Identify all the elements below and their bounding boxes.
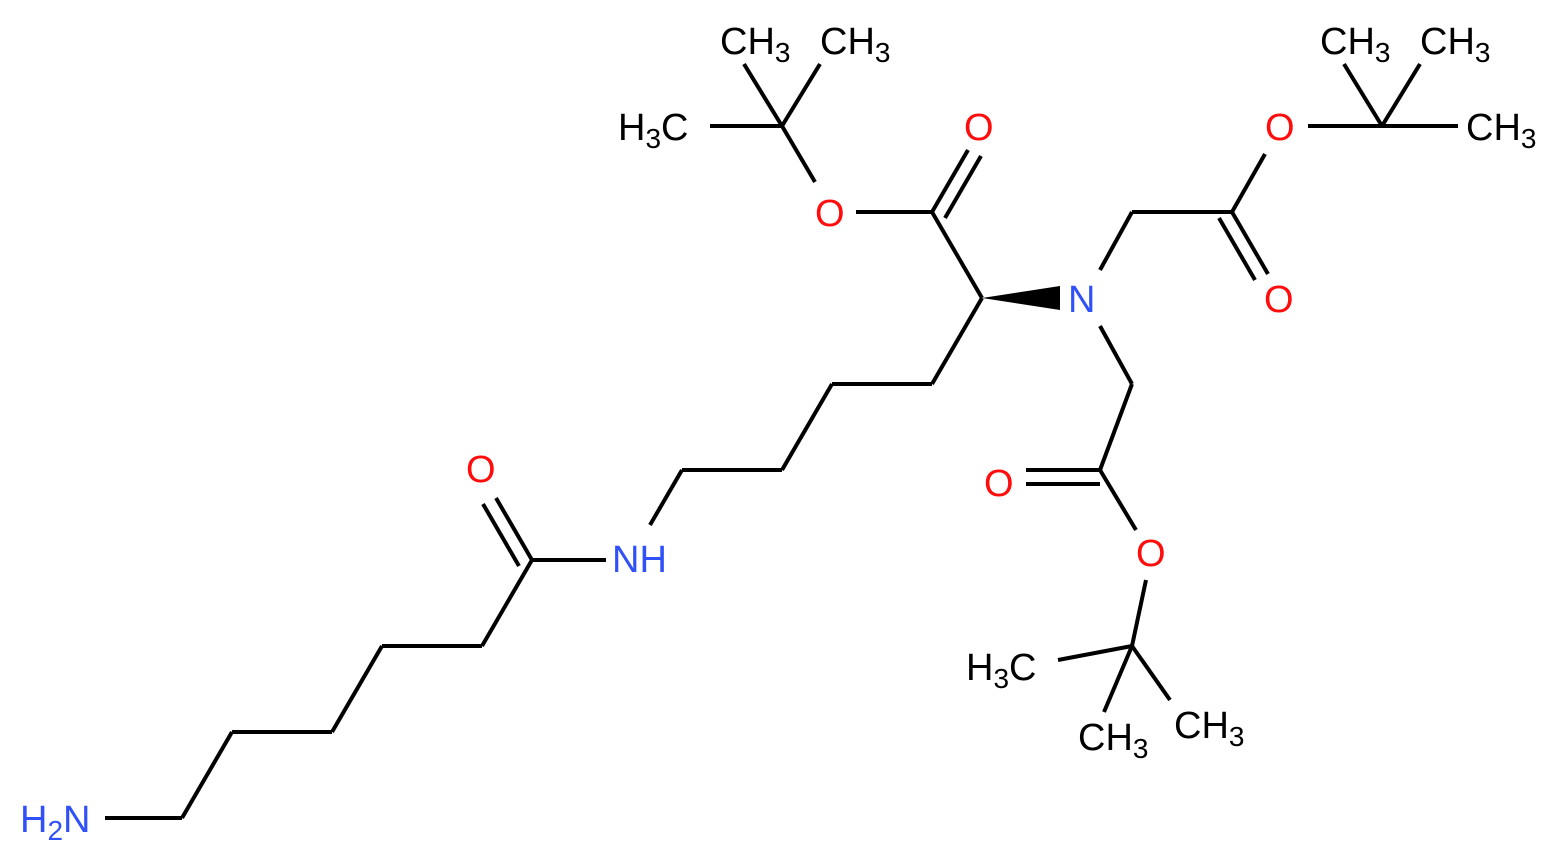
atom-label-layer: H2N O NH O O H3C CH3 CH3 N O O CH3 CH3 C… <box>20 21 1536 846</box>
bond-right-tbu-me1 <box>1342 62 1384 128</box>
bond-right-co-b <box>1217 216 1257 282</box>
bond-bottom-c-o <box>1098 468 1138 532</box>
bottom-methyl-right-label: CH3 <box>1174 705 1244 752</box>
wedge-bond-calpha-n <box>982 286 1060 310</box>
bond-n-ch2-up <box>1098 211 1134 271</box>
tertiary-nitrogen-label: N <box>1068 279 1095 321</box>
top-methyl-up-left-label: CH3 <box>720 21 790 68</box>
bond-right-c-o <box>1230 153 1267 213</box>
bond-c3-c4 <box>330 644 384 734</box>
bond-amide-co-b <box>481 502 521 568</box>
bond-right-co-a <box>1230 210 1270 276</box>
bond-top-tbu-me2 <box>742 62 784 128</box>
bond-nh-l1 <box>648 468 684 527</box>
right-methyl-up-right-label: CH3 <box>1420 21 1490 68</box>
bond-amide-co-a <box>494 496 534 562</box>
bond-calpha-ccarboxyl <box>930 210 984 300</box>
bond-top-o-ctbu <box>780 124 817 184</box>
bond-right-tbu-me2 <box>1380 62 1422 128</box>
bottom-carbonyl-oxygen-label: O <box>984 463 1014 505</box>
bond-bottom-o-ctbu <box>1130 579 1148 647</box>
top-ester-oxygen-label: O <box>815 193 845 235</box>
top-methyl-up-right-label: CH3 <box>820 21 890 68</box>
bond-top-co-a <box>930 148 970 214</box>
top-methyl-left-label: H3C <box>618 107 688 154</box>
bond-c1-c2 <box>180 730 234 820</box>
top-carbonyl-oxygen-label: O <box>964 107 994 149</box>
bond-l2-l3 <box>780 382 834 472</box>
right-ester-oxygen-label: O <box>1265 107 1295 149</box>
amide-nh-label: NH <box>612 539 667 581</box>
bottom-methyl-left-label: H3C <box>966 647 1036 694</box>
amide-oxygen-label: O <box>466 449 496 491</box>
right-methyl-up-left-label: CH3 <box>1320 21 1390 68</box>
bond-ch2-down-c <box>1098 383 1134 471</box>
bond-bottom-tbu-me2 <box>1130 644 1172 702</box>
amine-label: H2N <box>20 799 90 846</box>
bond-bottom-tbu-me1 <box>1057 644 1133 662</box>
bond-layer <box>105 62 1458 820</box>
bottom-methyl-down-label: CH3 <box>1078 717 1148 764</box>
right-carbonyl-oxygen-label: O <box>1264 279 1294 321</box>
bond-c5-camide <box>480 558 534 648</box>
bond-l4-calpha <box>930 296 984 386</box>
bond-top-tbu-me3 <box>780 62 822 128</box>
bond-n-ch2-down <box>1098 325 1134 385</box>
right-methyl-right-label: CH3 <box>1466 107 1536 154</box>
bond-bottom-tbu-me3 <box>1102 645 1134 713</box>
bottom-ester-oxygen-label: O <box>1136 533 1166 575</box>
bond-top-co-b <box>943 154 983 220</box>
